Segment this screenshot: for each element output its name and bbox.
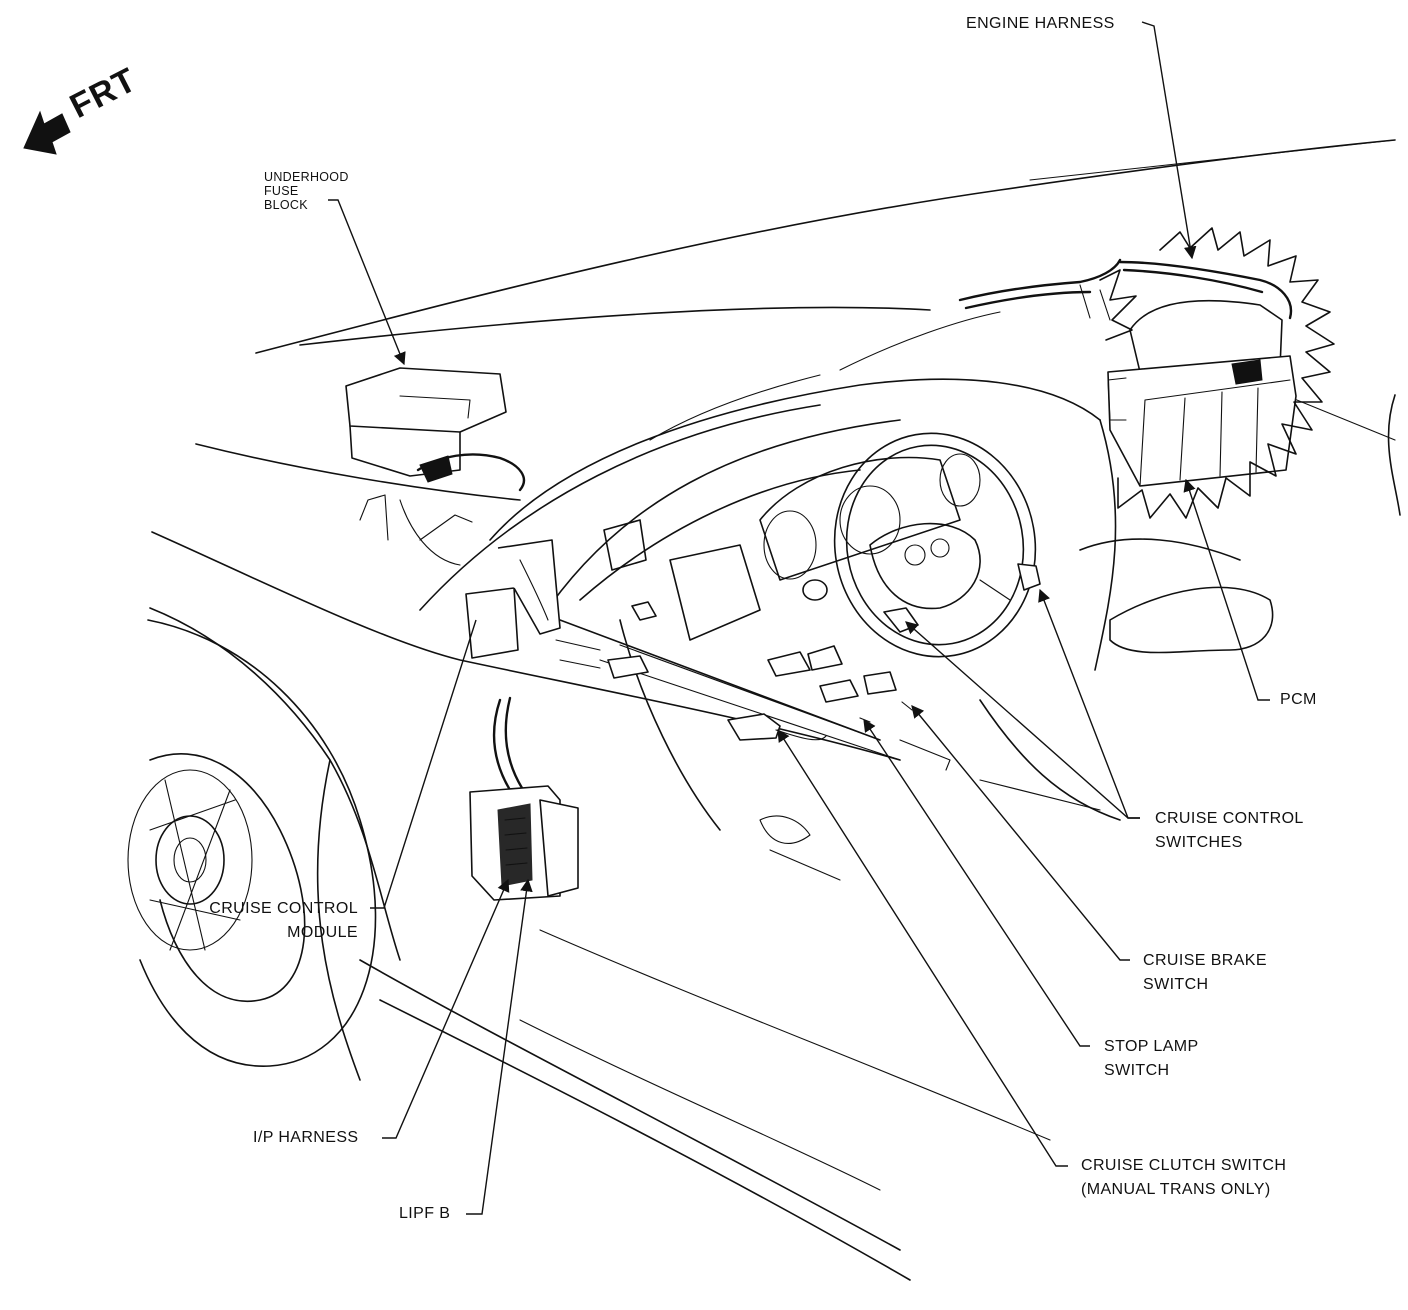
front-direction-arrow (23, 110, 71, 155)
front-wheel (127, 619, 377, 1067)
underhood-fuse-block-label: UNDERHOOD FUSE BLOCK (264, 170, 349, 212)
cruise-control-switches-label-line2: SWITCHES (1155, 834, 1243, 851)
cruise-brake-switch-label: CRUISE BRAKE SWITCH (1143, 949, 1267, 997)
stop-lamp-switch-label: STOP LAMP SWITCH (1104, 1035, 1199, 1083)
stop-lamp-switch-label-line2: SWITCH (1104, 1062, 1170, 1079)
cruise-clutch-switch-label: CRUISE CLUTCH SWITCH (MANUAL TRANS ONLY) (1081, 1154, 1286, 1202)
hood-outline (255, 139, 1401, 516)
cruise-control-module-drawing (465, 539, 579, 901)
cruise-clutch-switch-label-line2: (MANUAL TRANS ONLY) (1081, 1181, 1271, 1198)
pcm-module-drawing (1107, 299, 1297, 487)
pcm-highlight-starburst (1099, 227, 1335, 519)
underhood-fuse-block-label-line2: FUSE (264, 184, 299, 198)
underhood-fuse-block-label-line1: UNDERHOOD (264, 170, 349, 184)
underhood-fuse-block-label-line3: BLOCK (264, 198, 308, 212)
cruise-brake-switch-label-line1: CRUISE BRAKE (1143, 952, 1267, 969)
cruise-control-switches-label-line1: CRUISE CONTROL (1155, 810, 1304, 827)
leader-lines (328, 21, 1270, 1215)
engine-harness-label: ENGINE HARNESS (966, 15, 1115, 32)
cruise-brake-switch-label-line2: SWITCH (1143, 976, 1209, 993)
cruise-clutch-switch-label-line1: CRUISE CLUTCH SWITCH (1081, 1157, 1287, 1174)
cruise-control-module-label-line2: MODULE (287, 924, 358, 941)
engine-harness-drawing (649, 258, 1293, 441)
a-pillar-and-windshield (419, 378, 1274, 671)
underhood-fuse-block-drawing (345, 367, 526, 566)
ip-harness-label: I/P HARNESS (253, 1129, 359, 1146)
instrument-panel (559, 453, 981, 761)
cruise-control-module-label: CRUISE CONTROL MODULE (170, 897, 358, 945)
fender-and-door-outline (149, 443, 1121, 1281)
steering-wheel (833, 432, 1041, 658)
cruise-control-module-label-line1: CRUISE CONTROL (209, 900, 358, 917)
cruise-control-switches-label: CRUISE CONTROL SWITCHES (1155, 807, 1304, 855)
lipf-b-label: LIPF B (399, 1205, 451, 1222)
stop-lamp-switch-label-line1: STOP LAMP (1104, 1038, 1199, 1055)
pcm-label: PCM (1280, 691, 1317, 708)
